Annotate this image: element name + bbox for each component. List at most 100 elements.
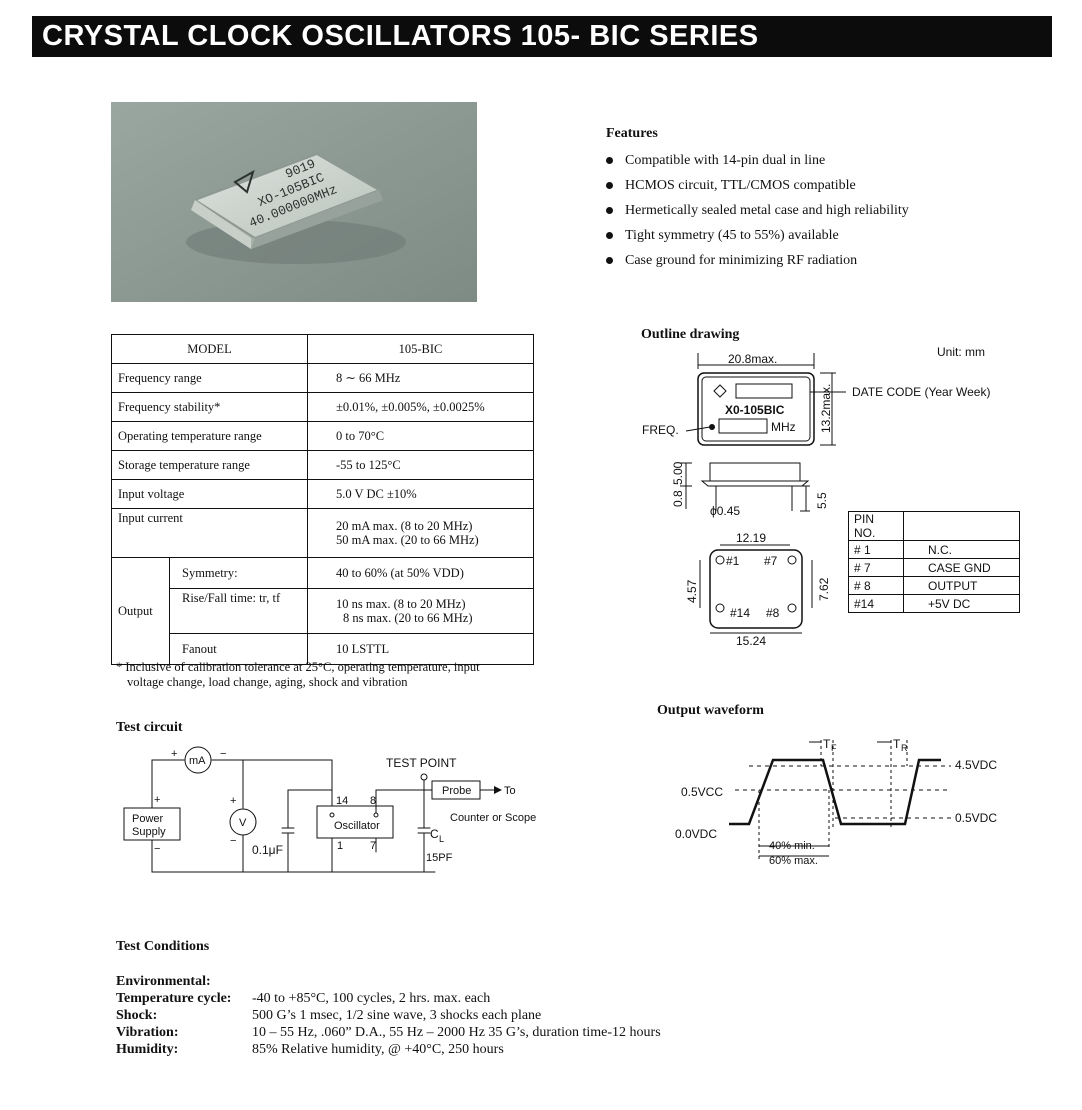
- list-item: Hermetically sealed metal case and high …: [606, 198, 1006, 223]
- table-row: Frequency stability* ±0.01%, ±0.005%, ±0…: [111, 392, 534, 422]
- list-item: Case ground for minimizing RF radiation: [606, 248, 1006, 273]
- table-row: Rise/Fall time: tr, tf 10 ns max. (8 to …: [112, 588, 534, 634]
- pin-function: OUTPUT: [903, 576, 1020, 595]
- v00-label: 0.0VDC: [675, 827, 717, 841]
- features-section: Features Compatible with 14-pin dual in …: [606, 126, 1006, 273]
- pin14-text: 14: [336, 795, 348, 807]
- table-row: Output Symmetry: 40 to 60% (at 50% VDD): [111, 557, 534, 665]
- spec-value-line: 50 mA max. (20 to 66 MHz): [336, 533, 479, 547]
- spec-value: -55 to 125°C: [307, 450, 534, 480]
- max60-label: 60% max.: [769, 855, 818, 867]
- supply-plus: +: [154, 794, 160, 806]
- spec-value: 20 mA max. (8 to 20 MHz) 50 mA max. (20 …: [307, 508, 534, 558]
- v05cc-label: 0.5VCC: [681, 785, 723, 799]
- footnote-line: voltage change, load change, aging, shoc…: [127, 675, 408, 689]
- dim-457: 4.57: [685, 579, 699, 603]
- list-item: Tight symmetry (45 to 55%) available: [606, 223, 1006, 248]
- footnote-line: * Inclusive of calibration tolerance at …: [116, 660, 480, 674]
- min40-label: 40% min.: [769, 840, 815, 852]
- cl-sub: L: [439, 834, 444, 844]
- pin-number: # 7: [848, 558, 904, 577]
- supply-minus: −: [154, 843, 160, 855]
- spec-value-line: 20 mA max. (8 to 20 MHz): [336, 519, 473, 533]
- spec-label: Frequency stability*: [111, 392, 308, 422]
- pin7-text: 7: [370, 840, 376, 852]
- table-row: Frequency range 8 ∼ 66 MHz: [111, 363, 534, 393]
- output-label: Output: [111, 557, 170, 665]
- spec-table: MODEL 105-BIC Frequency range 8 ∼ 66 MHz…: [111, 334, 534, 665]
- features-list: Compatible with 14-pin dual in line HCMO…: [606, 148, 1006, 273]
- table-row: MODEL 105-BIC: [111, 334, 534, 364]
- dim-1524: 15.24: [736, 634, 766, 648]
- dim-55: 5.5: [815, 492, 829, 509]
- condition-value: 500 G’s 1 msec, 1/2 sine wave, 3 shocks …: [252, 1008, 542, 1023]
- spec-value: 10 ns max. (8 to 20 MHz) 8 ns max. (20 t…: [307, 588, 534, 634]
- condition-label: Temperature cycle:: [116, 991, 232, 1006]
- spec-label: Input current: [111, 508, 308, 558]
- table-row: #14 +5V DC: [848, 594, 1020, 613]
- spec-table-wrap: MODEL 105-BIC Frequency range 8 ∼ 66 MHz…: [111, 334, 534, 665]
- freq-label: FREQ.: [642, 423, 679, 437]
- table-row: PIN NO.: [848, 511, 1020, 541]
- oscillator-photo-image: 9019 XO-105BIC 40.000000MHz: [111, 102, 477, 302]
- table-row: Input voltage 5.0 V DC ±10%: [111, 479, 534, 509]
- condition-value: -40 to +85°C, 100 cycles, 2 hrs. max. ea…: [252, 991, 491, 1006]
- spec-label: Fanout: [169, 633, 308, 665]
- pin-number: # 8: [848, 576, 904, 595]
- pin-header: PIN NO.: [848, 511, 904, 541]
- pin-number: # 1: [848, 540, 904, 559]
- table-row: # 7 CASE GND: [848, 558, 1020, 577]
- ma-label: mA: [189, 755, 206, 767]
- spec-label: Storage temperature range: [111, 450, 308, 480]
- spec-label: Rise/Fall time: tr, tf: [169, 588, 308, 634]
- table-row: # 1 N.C.: [848, 540, 1020, 559]
- pin-function: N.C.: [903, 540, 1020, 559]
- condition-value: 85% Relative humidity, @ +40°C, 250 hour…: [252, 1042, 504, 1057]
- pin1-label: #1: [726, 554, 740, 568]
- logo-icon: [713, 384, 727, 398]
- tr-sub: R: [901, 743, 908, 753]
- power-label-2: Supply: [132, 826, 166, 838]
- table-row: Fanout 10 LSTTL: [112, 633, 534, 665]
- condition-label: Shock:: [116, 1008, 158, 1023]
- part-marking: X0-105BIC: [725, 403, 785, 417]
- spec-label: Input voltage: [111, 479, 308, 509]
- pin-number: #14: [848, 594, 904, 613]
- v05dc-label: 0.5VDC: [955, 811, 997, 825]
- spec-value: 8 ∼ 66 MHz: [307, 363, 534, 393]
- product-photo: 9019 XO-105BIC 40.000000MHz: [111, 102, 477, 302]
- unit-label: Unit: mm: [937, 345, 985, 359]
- pin-function: CASE GND: [903, 558, 1020, 577]
- spec-value-line: 10 ns max. (8 to 20 MHz): [336, 597, 466, 611]
- arrow-right-icon: [494, 786, 502, 794]
- logo-icon: [233, 169, 255, 194]
- spec-value: 0 to 70°C: [307, 421, 534, 451]
- pin-table: PIN NO. # 1 N.C. # 7 CASE GND # 8 OUTPUT…: [848, 511, 1020, 613]
- cap-label: 0.1μF: [252, 843, 283, 857]
- pin8-text: 8: [370, 795, 376, 807]
- mhz-label: MHz: [771, 420, 796, 434]
- conditions-list: Environmental: Temperature cycle: -40 to…: [116, 974, 816, 1069]
- ma-plus: +: [171, 748, 177, 760]
- test-circuit-heading: Test circuit: [116, 720, 183, 735]
- volt-plus: +: [230, 795, 236, 807]
- v45-label: 4.5VDC: [955, 758, 997, 772]
- cl-label: C: [430, 827, 439, 841]
- list-item: Compatible with 14-pin dual in line: [606, 148, 1006, 173]
- spec-value: 10 LSTTL: [307, 633, 534, 665]
- spec-label: Frequency range: [111, 363, 308, 393]
- outline-drawing: 20.8max. X0-105BIC MHz FREQ. 13.2max. DA…: [642, 352, 990, 648]
- dim-500: 5.00: [671, 461, 685, 485]
- table-row: Input current 20 mA max. (8 to 20 MHz) 5…: [111, 508, 534, 558]
- conditions-heading: Test Conditions: [116, 939, 210, 954]
- spec-value: ±0.01%, ±0.005%, ±0.0025%: [307, 392, 534, 422]
- volt-label: V: [239, 817, 247, 829]
- table-row: Operating temperature range 0 to 70°C: [111, 421, 534, 451]
- spec-label: Operating temperature range: [111, 421, 308, 451]
- table-row: Storage temperature range -55 to 125°C: [111, 450, 534, 480]
- waveform-heading: Output waveform: [657, 703, 764, 718]
- probe-label: Probe: [442, 785, 471, 797]
- spec-label: Symmetry:: [169, 557, 308, 589]
- tf-label: T: [823, 737, 831, 751]
- features-heading: Features: [606, 126, 658, 141]
